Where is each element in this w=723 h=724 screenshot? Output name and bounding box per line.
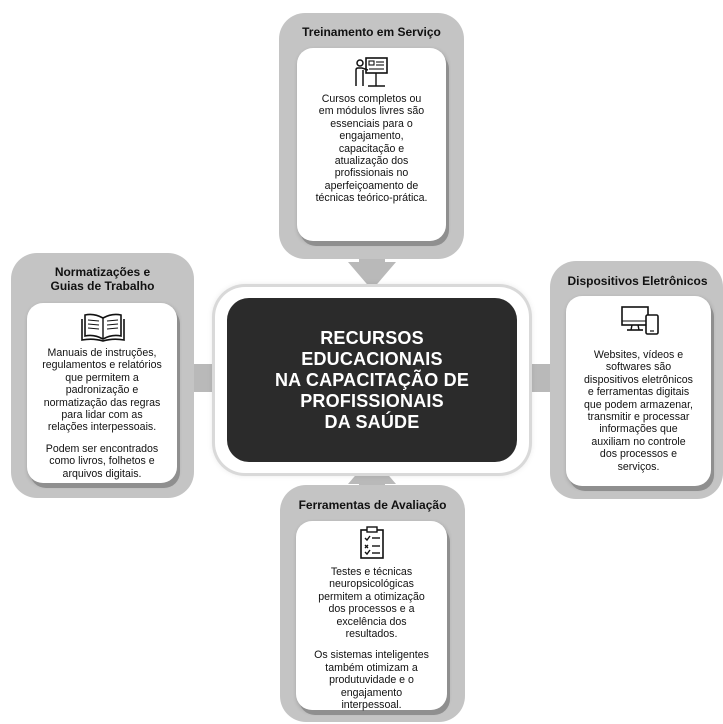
- top-panel-card: [297, 48, 446, 241]
- arrow-top-head: [348, 262, 396, 290]
- title-line: Guias de Trabalho: [50, 279, 155, 293]
- text-line: softwares são: [605, 361, 672, 374]
- title-line: Normatizações e: [54, 265, 151, 279]
- text-line: Podem ser encontrados: [45, 442, 159, 455]
- text-line: arquivos digitais.: [62, 467, 142, 480]
- center-title-line: EDUCACIONAIS: [301, 348, 443, 369]
- text-line: atualização dos: [334, 155, 409, 168]
- text-line: profissionais no: [334, 167, 409, 180]
- text-line: para lidar com as: [61, 409, 143, 422]
- bottom-panel-card: [296, 521, 447, 710]
- open-book-icon: [81, 313, 125, 342]
- text-line: capacitação e: [338, 142, 405, 155]
- text-line: padronização e: [65, 384, 139, 397]
- bottom-panel-title: Ferramentas de Avaliação: [298, 498, 447, 512]
- text-line: neuropsicológicas: [329, 578, 414, 591]
- center-title: RECURSOS EDUCACIONAIS NA CAPACITAÇÃO DE …: [275, 328, 469, 433]
- left-panel-text: Manuais de instruções, regulamentos e re…: [29, 347, 175, 480]
- center-title-line: RECURSOS: [320, 327, 424, 348]
- text-line: permitem a otimização: [318, 590, 425, 603]
- top-panel-title: Treinamento em Serviço: [302, 25, 441, 39]
- text-line: essenciais para o: [330, 117, 413, 130]
- left-panel-title: Normatizações e Guias de Trabalho: [11, 265, 194, 293]
- text-line: dos processos e a: [328, 603, 415, 616]
- text-line: dos processos e: [599, 448, 678, 461]
- text-line: que permitem a: [65, 371, 139, 384]
- text-line: relações interpessoais.: [47, 421, 157, 434]
- teacher-presentation-icon: [355, 57, 388, 87]
- text-line: regulamentos e relatórios: [42, 359, 162, 372]
- text-line: engajamento: [340, 686, 403, 699]
- computer-devices-icon: [621, 306, 659, 335]
- left-panel-card: [27, 303, 177, 483]
- center-title-line: NA CAPACITAÇÃO DE: [274, 369, 470, 390]
- text-line: produtuvidade e o: [329, 674, 414, 687]
- right-panel-text: Websites, vídeos e softwares são disposi…: [568, 349, 709, 473]
- bottom-panel-text: Testes e técnicas neuropsicológicas perm…: [298, 566, 445, 711]
- text-line: Testes e técnicas: [330, 566, 413, 578]
- center-box: RECURSOS EDUCACIONAIS NA CAPACITAÇÃO DE …: [227, 298, 517, 462]
- text-line: informações que: [599, 423, 678, 436]
- text-line: que podem armazenar,: [584, 398, 693, 411]
- text-line: serviços.: [617, 460, 660, 473]
- text-line: Manuais de instruções,: [47, 347, 157, 359]
- text-line: também otimizam a: [325, 661, 418, 674]
- text-line: normatização das regras: [43, 396, 161, 409]
- text-line: dispositivos eletrônicos: [584, 373, 693, 386]
- center-title-line: DA SAÚDE: [324, 411, 420, 432]
- text-line: auxiliam no controle: [591, 435, 686, 448]
- text-line: resultados.: [345, 628, 398, 641]
- center-title-line: PROFISSIONAIS: [300, 390, 444, 411]
- text-line: excelência dos: [336, 615, 407, 628]
- text-line: transmitir e processar: [587, 411, 690, 424]
- right-panel-title: Dispositivos Eletrônicos: [567, 274, 708, 288]
- top-panel-text: Cursos completos ou em módulos livres sã…: [299, 93, 444, 205]
- text-line: engajamento,: [339, 130, 404, 143]
- text-line: e ferramentas digitais: [587, 386, 690, 399]
- text-line: Os sistemas inteligentes: [314, 649, 429, 662]
- text-line: Cursos completos ou: [321, 93, 422, 105]
- text-line: interpessoal.: [341, 699, 402, 712]
- text-line: aperfeiçoamento de: [324, 179, 419, 192]
- text-line: Websites, vídeos e: [593, 349, 684, 361]
- checklist-clipboard-icon: [360, 526, 384, 559]
- text-line: técnicas teórico-prática.: [315, 192, 428, 205]
- text-line: em módulos livres são: [318, 105, 425, 118]
- text-line: como livros, folhetos e: [49, 455, 155, 468]
